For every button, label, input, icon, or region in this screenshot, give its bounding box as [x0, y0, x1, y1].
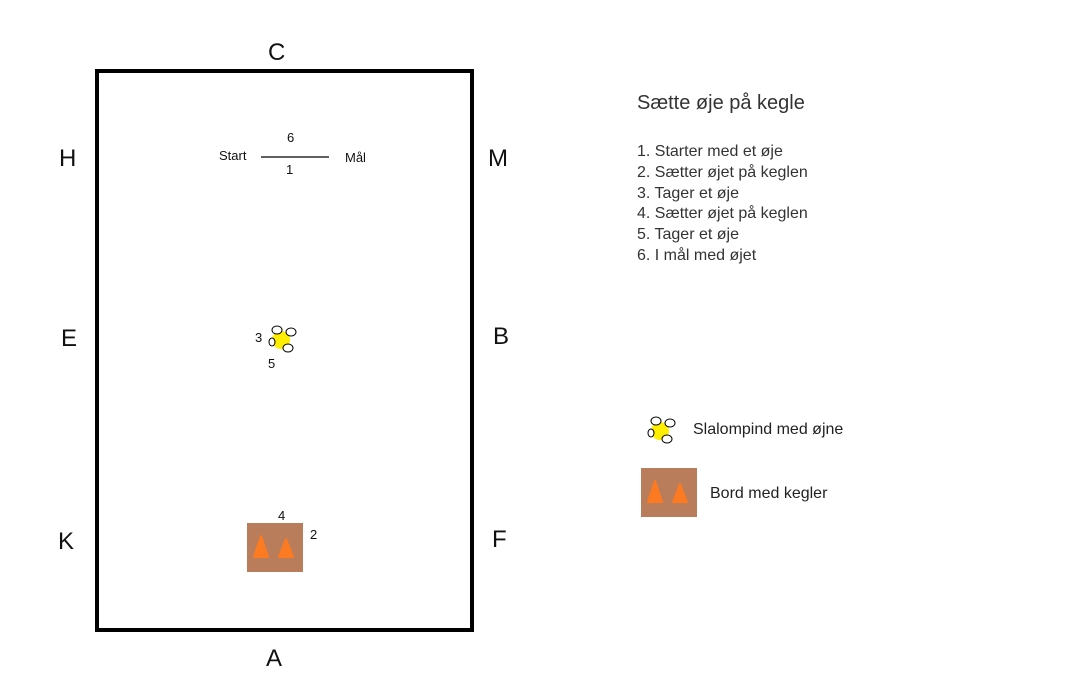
letter-e: E: [61, 325, 78, 352]
slalom-pole: [268, 325, 297, 353]
step-2-marker: 2: [310, 527, 318, 542]
cone-table: [247, 523, 303, 572]
instructions-title: Sætte øje på kegle: [637, 92, 805, 114]
instruction-step: 3. Tager et øje: [637, 184, 739, 202]
letter-c: C: [268, 39, 286, 66]
step-4-marker: 4: [278, 508, 286, 523]
instruction-step: 1. Starter med et øje: [637, 143, 783, 160]
legend-pole-label: Slalompind med øjne: [693, 421, 844, 438]
letter-b: B: [493, 323, 510, 350]
legend-table-label: Bord med kegler: [710, 485, 828, 502]
step-3-marker: 3: [255, 330, 263, 345]
letter-a: A: [266, 645, 283, 672]
instruction-step: 6. I mål med øjet: [637, 246, 757, 264]
instructions-list: 1. Starter med et øje 2. Sætter øjet på …: [637, 142, 808, 267]
step-1-marker: 1: [286, 162, 294, 177]
letter-k: K: [58, 528, 75, 555]
step-5-marker: 5: [268, 356, 276, 371]
legend-table-icon: [641, 468, 697, 517]
legend-pole-icon: [647, 416, 676, 444]
step-6-marker: 6: [287, 130, 295, 145]
letter-f: F: [492, 526, 507, 553]
goal-label: Mål: [345, 150, 366, 165]
arena-border: [95, 69, 474, 632]
instruction-step: 5. Tager et øje: [637, 226, 739, 244]
instruction-step: 4. Sætter øjet på keglen: [637, 205, 808, 223]
letter-m: M: [488, 145, 508, 172]
instruction-step: 2. Sætter øjet på keglen: [637, 163, 808, 181]
start-label: Start: [219, 148, 247, 163]
letter-h: H: [59, 145, 77, 172]
